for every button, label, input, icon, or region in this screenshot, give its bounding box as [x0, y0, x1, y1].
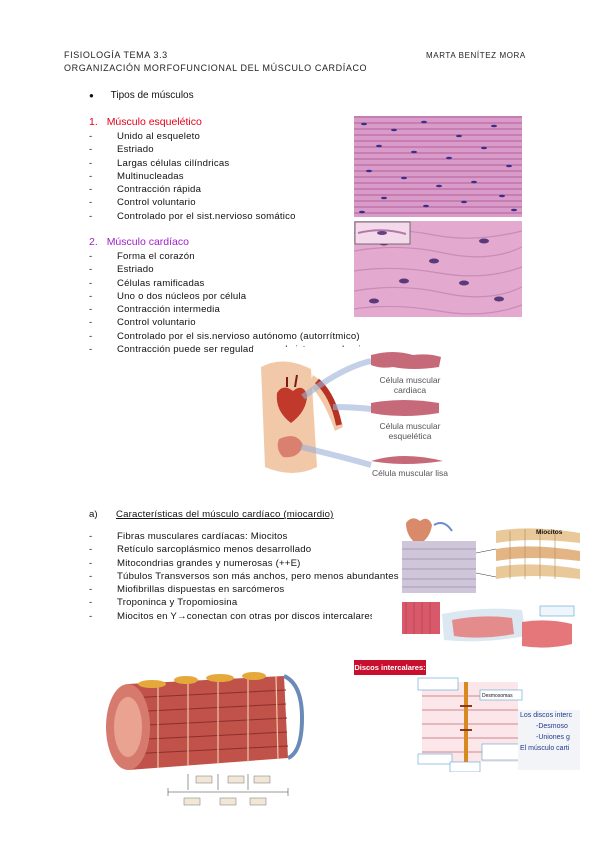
list-item: Unido al esqueleto: [89, 130, 296, 144]
list-item: Miocitos en Y→conectan con otras por dis…: [89, 610, 399, 624]
list-item: Contracción puede ser regulada por el si…: [89, 343, 372, 357]
list-item: Retículo sarcoplásmico menos desarrollad…: [89, 543, 399, 557]
skeletal-heading: 1. Músculo esquelético: [89, 116, 202, 128]
list-item: Controlado por el sis.nervioso autónomo …: [89, 330, 372, 344]
section-a-list: Fibras musculares cardíacas: Miocitos Re…: [89, 530, 399, 623]
list-item: Control voluntario: [89, 316, 372, 330]
skeletal-number: 1.: [89, 116, 98, 128]
list-item: Controlado por el sist.nervioso somático: [89, 210, 296, 224]
list-item: Forma el corazón: [89, 250, 372, 264]
smooth-cell-label: Célula muscular lisa: [371, 468, 449, 478]
list-item: Contracción rápida: [89, 183, 296, 197]
bullet-dot: ●: [89, 91, 94, 100]
muscle-cell-types-figure: Célula muscular cardiaca Célula muscular…: [253, 347, 453, 483]
list-item: Contracción intermedia: [89, 303, 372, 317]
cardiac-fiber-ultrastructure-figure: [88, 654, 328, 810]
list-item: Estriado: [89, 143, 296, 157]
skeletal-list: Unido al esqueleto Estriado Largas célul…: [89, 130, 296, 223]
list-item: Mitocondrias grandes y numerosas (++E): [89, 557, 399, 571]
info-line: -Desmoso: [536, 723, 568, 730]
cardiac-cell-label: Célula muscular cardiaca: [379, 375, 441, 395]
desmosomas-label: Desmosomas: [482, 693, 513, 699]
header-subtitle: ORGANIZACIÓN MORFOFUNCIONAL DEL MÚSCULO …: [64, 63, 368, 73]
list-item: Miofibrillas dispuestas en sarcómeros: [89, 583, 399, 597]
myocyte-figure: Miocitos: [400, 513, 580, 598]
info-line: Los discos interc: [520, 712, 573, 719]
cardiac-histology-image: [354, 221, 522, 317]
skeletal-cell-label: Célula muscular esquelética: [379, 421, 441, 441]
list-item: Estriado: [89, 263, 372, 277]
list-item: Control voluntario: [89, 196, 296, 210]
section-a-title: Características del músculo cardíaco (mi…: [115, 509, 334, 520]
info-line: -Uniones g: [536, 734, 570, 741]
skeletal-title: Músculo esquelético: [106, 116, 202, 128]
list-item: Células ramificadas: [89, 277, 372, 291]
discos-label: Discos intercalares:: [354, 660, 426, 675]
list-item: Túbulos Transversos son más anchos, pero…: [89, 570, 399, 584]
intro-text: Tipos de músculos: [110, 90, 194, 101]
info-line: El músculo carti: [520, 745, 570, 752]
section-a-marker: a): [89, 509, 98, 520]
cardiac-fiber-3d-figure: [372, 600, 578, 656]
header-author: MARTA BENÍTEZ MORA: [426, 51, 526, 60]
miocitos-label: Miocitos: [536, 529, 563, 536]
section-a-heading: a) Características del músculo cardíaco …: [89, 504, 334, 522]
skeletal-histology-image: [354, 116, 522, 217]
list-item: Multinucleadas: [89, 170, 296, 184]
list-item: Fibras musculares cardíacas: Miocitos: [89, 530, 399, 544]
cardiac-heading: 2. Músculo cardíaco: [89, 236, 189, 248]
intro-bullet: ● Tipos de músculos: [89, 90, 194, 101]
list-item: Troponinca y Tropomiosina: [89, 596, 399, 610]
intercalated-info-box: Los discos interc -Desmoso -Uniones g El…: [518, 710, 580, 770]
cardiac-number: 2.: [89, 236, 98, 248]
header-title: FISIOLOGÍA TEMA 3.3: [64, 50, 168, 60]
intercalated-discs-figure: Discos intercalares: Desmosomas Los disc…: [354, 660, 580, 772]
list-item: Uno o dos núcleos por célula: [89, 290, 372, 304]
cardiac-list: Forma el corazón Estriado Células ramifi…: [89, 250, 372, 357]
cardiac-title: Músculo cardíaco: [106, 236, 189, 248]
list-item: Largas células cilíndricas: [89, 157, 296, 171]
